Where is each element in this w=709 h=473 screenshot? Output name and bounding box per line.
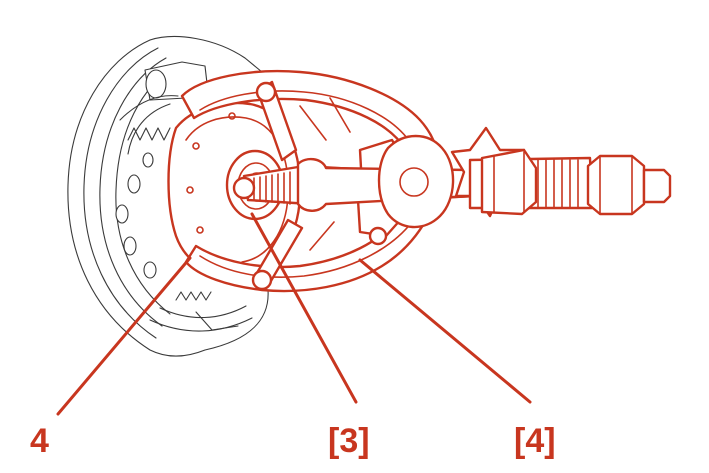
wheel-studs (115, 152, 157, 279)
brake-shoe-lower (149, 305, 253, 332)
backing-plate-top (149, 36, 263, 73)
return-spring-lower (175, 291, 212, 301)
callout-label-4: 4 (30, 422, 49, 460)
leader-lines (56, 212, 532, 416)
leader-line-3 (250, 212, 358, 404)
leader-line-4b (358, 258, 532, 404)
callout-label-3: [3] (328, 422, 370, 460)
backing-plate-rim-2 (99, 57, 167, 327)
backing-plate-rim-1 (83, 47, 159, 339)
force-screw (232, 126, 672, 229)
thread-left (253, 171, 291, 205)
brake-shoe-upper (119, 95, 179, 155)
backing-plate-outer (67, 39, 269, 357)
wheel-cylinder-end (145, 69, 167, 99)
backing-plate-rim-3 (115, 65, 177, 315)
lower-plate-edge (195, 311, 239, 331)
callout-label-4-bracket: [4] (514, 422, 556, 460)
adjuster-spring (127, 127, 171, 141)
leader-line-4 (56, 256, 192, 416)
